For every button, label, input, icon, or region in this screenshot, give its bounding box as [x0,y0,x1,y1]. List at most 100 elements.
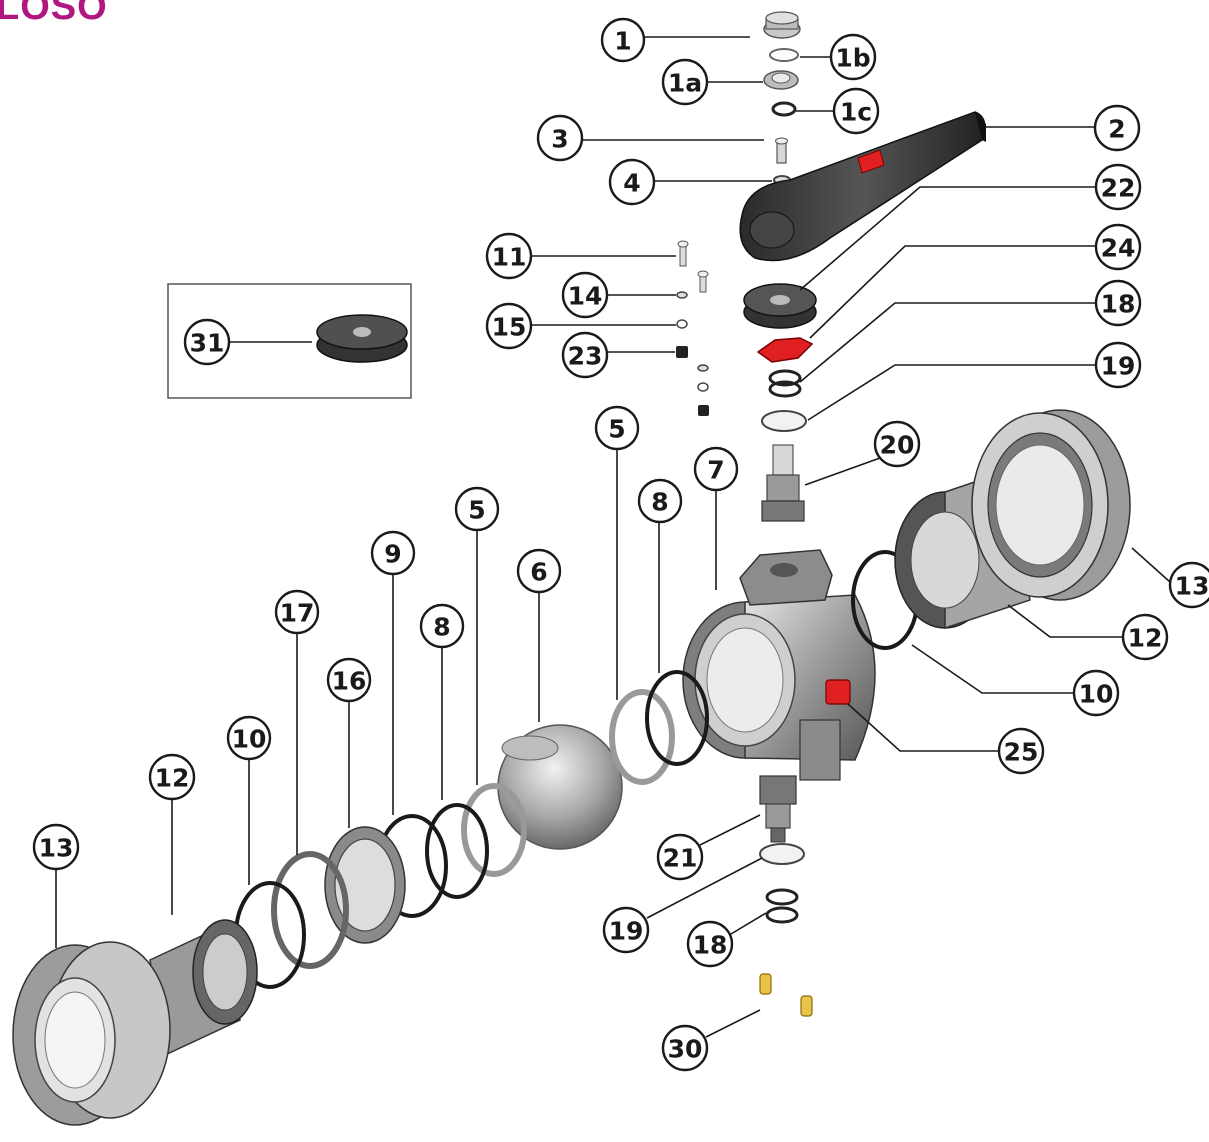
part-18-orings-bottom [765,888,799,924]
callout-label: 8 [651,488,668,517]
callout-8b: 8 [419,603,465,649]
part-13-union-nut-left [12,941,171,1126]
leader-line-30 [705,1009,761,1038]
leader-line-22 [799,186,1096,291]
part-8-oring-right [645,670,709,766]
callout-circle [873,420,921,468]
callout-circle [1094,341,1142,389]
callout-label: 18 [693,931,728,960]
callout-label: 6 [530,558,547,587]
leader-line-25 [847,703,999,752]
part-8-oring-left [425,803,489,899]
callout-label: 5 [468,496,485,525]
callout-label: 1b [835,44,870,73]
callout-19b: 19 [602,906,650,954]
callout-23: 23 [561,331,609,379]
callout-circle [485,232,533,280]
callout-circle [226,715,272,761]
callout-circle [1168,561,1209,609]
callout-label: 31 [190,329,225,358]
callout-label: 18 [1101,290,1136,319]
leader-lines [55,36,1171,1038]
part-16-carrier [324,826,406,944]
callout-1b: 1b [829,33,877,81]
callout-circle [602,906,650,954]
callout-20: 20 [873,420,921,468]
part-2-handle [739,111,986,262]
callout-18b: 18 [686,920,734,968]
callout-label: 3 [551,125,568,154]
callout-10b: 10 [1072,669,1120,717]
leader-line-13b [1131,547,1171,583]
callout-30: 30 [661,1024,709,1072]
part-5-seat-right [609,689,675,785]
callout-circle [274,589,320,635]
callout-circle [686,920,734,968]
callout-1a: 1a [661,58,709,106]
part-11-screw [677,240,689,267]
callout-label: 5 [608,415,625,444]
callout-21: 21 [656,833,704,881]
callout-circle [1121,613,1169,661]
callout-label: 19 [1101,352,1136,381]
callout-label: 15 [492,313,527,342]
callout-label: 1c [840,98,872,127]
callout-circle [656,833,704,881]
callout-4: 4 [608,158,656,206]
callout-circle [600,17,646,63]
part-30-inserts [759,973,813,1017]
part-1c-oring [771,101,797,117]
part-19-washer-bottom [759,843,805,865]
callout-circle [661,1024,709,1072]
callout-label: 19 [609,917,644,946]
callout-14: 14 [561,271,609,319]
callout-13b: 13 [1168,561,1209,609]
callout-circle [485,302,533,350]
callout-label: 8 [433,613,450,642]
callout-circle [829,33,877,81]
callout-31: 31 [183,318,231,366]
callout-label: 1 [614,27,631,56]
callout-label: 22 [1101,174,1136,203]
part-1-cap [763,11,801,39]
callout-22: 22 [1094,163,1142,211]
parts-layer [12,11,1131,1126]
part-23-nut [676,346,709,416]
callout-label: 10 [1079,680,1114,709]
part-15-washer [676,319,688,329]
part-21-bottom-stem [759,775,797,843]
part-22-stop-plate [743,283,817,329]
callout-5b: 5 [454,486,500,532]
callout-label: 17 [280,599,315,628]
callout-circle [32,823,80,871]
callout-label: 13 [1175,572,1209,601]
callout-circle [536,114,584,162]
leader-line-19a [807,364,1096,421]
callout-circle [326,657,372,703]
callout-label: 1a [668,69,702,98]
callout-circle [594,405,640,451]
callout-25: 25 [997,727,1045,775]
callout-label: 23 [568,342,603,371]
leader-line-21 [699,814,761,846]
part-12-end-connector-left [149,919,258,1057]
callout-6: 6 [516,548,562,594]
callout-circle [661,58,709,106]
leader-line-18b [730,912,767,935]
part-3-screw [775,137,788,164]
callout-1c: 1c [832,87,880,135]
callout-15: 15 [485,302,533,350]
callout-8a: 8 [637,478,683,524]
callout-circle [516,548,562,594]
callout-11: 11 [485,232,533,280]
callout-circle [148,753,196,801]
callout-label: 13 [39,834,74,863]
callout-label: 30 [668,1035,703,1064]
callout-1: 1 [600,17,646,63]
callout-label: 25 [1004,738,1039,767]
callout-label: 24 [1101,234,1136,263]
callout-label: 14 [568,282,603,311]
callout-3: 3 [536,114,584,162]
callout-9: 9 [370,530,416,576]
callout-circle [183,318,231,366]
